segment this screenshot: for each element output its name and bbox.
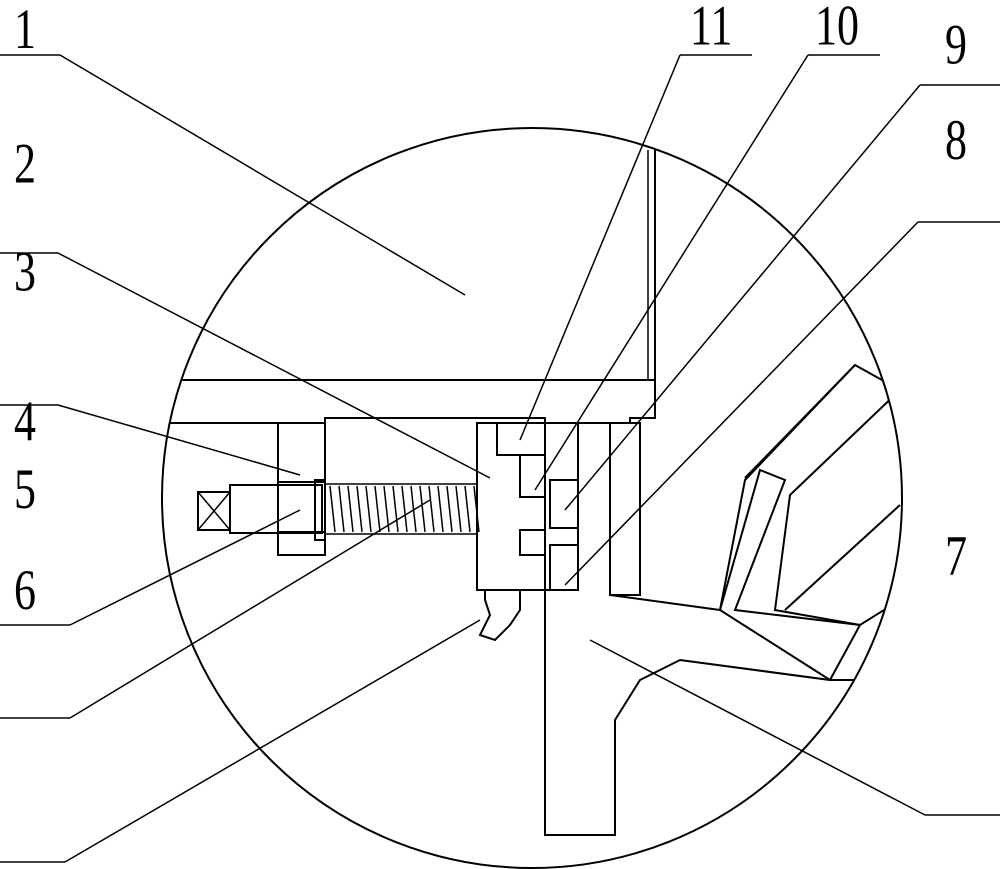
top-plate (162, 379, 656, 424)
label-8: 8 (945, 110, 967, 173)
detail-circle (161, 127, 903, 869)
label-5: 5 (14, 459, 36, 522)
label-10: 10 (815, 0, 859, 58)
bolt-shank (229, 484, 323, 534)
label-4: 4 (14, 391, 36, 454)
label-7: 7 (945, 525, 967, 588)
nozzle (478, 589, 521, 642)
label-9: 9 (945, 14, 967, 77)
bracket (277, 422, 326, 556)
leader-lines (0, 54, 1000, 863)
sliding-block (476, 422, 546, 591)
label-2: 2 (14, 133, 36, 196)
section-body (162, 150, 902, 836)
seal-11 (496, 422, 546, 456)
label-3: 3 (14, 241, 36, 304)
label-1: 1 (14, 0, 36, 61)
seal-8 (549, 544, 579, 591)
label-6: 6 (14, 560, 36, 623)
sleeve (544, 422, 862, 836)
seal-9 (549, 479, 579, 529)
spring (325, 483, 480, 535)
label-11: 11 (690, 0, 732, 58)
